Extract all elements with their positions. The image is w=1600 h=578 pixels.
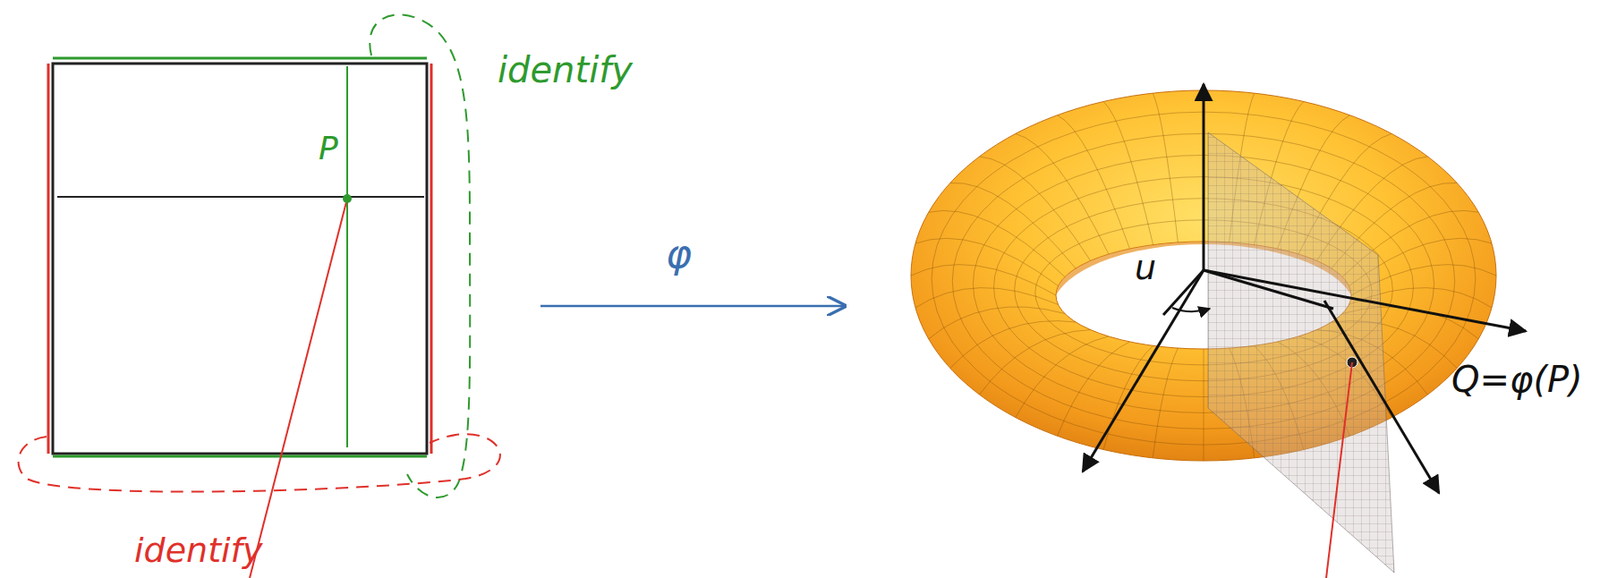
- identify-loop-red: [18, 434, 501, 492]
- identify-note: identify: [497, 51, 633, 88]
- axes: [1082, 84, 1526, 494]
- tangent-plane: [1208, 132, 1395, 573]
- map-label: φ: [665, 234, 692, 274]
- identify-note: identify: [134, 533, 263, 568]
- angle-label: u: [1134, 250, 1157, 285]
- identify-loop-green: [369, 14, 470, 498]
- map-arrow: [540, 305, 845, 308]
- point-label: Q=φ(P): [1451, 361, 1583, 398]
- point-label: P: [318, 132, 339, 165]
- square-domain: [48, 58, 432, 578]
- red-leader: [1326, 362, 1353, 578]
